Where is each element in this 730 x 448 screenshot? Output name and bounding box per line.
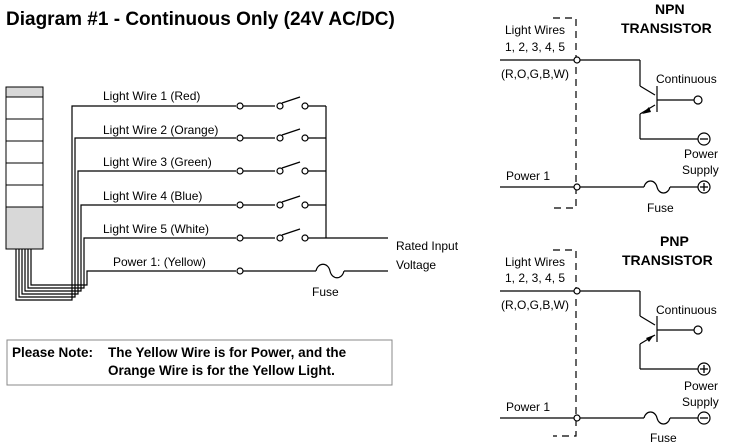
npn-title-1: NPN (655, 1, 685, 17)
npn-power1: Power 1 (506, 169, 550, 183)
pnp-diagram: PNP TRANSISTOR Light Wires 1, 2, 3, 4, 5… (500, 233, 719, 445)
pnp-color-codes: (R,O,G,B,W) (501, 298, 569, 312)
pnp-light-wires: Light Wires (505, 255, 565, 269)
npn-supply-label: Supply (682, 163, 719, 177)
pnp-power1: Power 1 (506, 400, 550, 414)
npn-diagram: NPN TRANSISTOR Light Wires 1, 2, 3, 4, 5… (500, 1, 719, 215)
pnp-title-2: TRANSISTOR (622, 252, 713, 268)
rated-input-label: Rated Input (396, 239, 459, 253)
pnp-light-wire-nums: 1, 2, 3, 4, 5 (505, 271, 565, 285)
npn-light-wire-nums: 1, 2, 3, 4, 5 (505, 40, 565, 54)
tower-light (5, 86, 44, 250)
npn-fuse: Fuse (647, 201, 674, 215)
npn-continuous: Continuous (656, 72, 717, 86)
fuse-label: Fuse (312, 285, 339, 299)
wire-bundle (15, 105, 236, 301)
switch-array (236, 96, 388, 279)
note-prefix: Please Note: (12, 345, 93, 360)
pnp-supply-label: Supply (682, 395, 719, 409)
note-line1: The Yellow Wire is for Power, and the (108, 345, 347, 360)
pnp-title-1: PNP (660, 233, 689, 249)
npn-title-2: TRANSISTOR (621, 20, 712, 36)
npn-light-wires: Light Wires (505, 23, 565, 37)
note-line2: Orange Wire is for the Yellow Light. (108, 363, 335, 378)
note-box (6, 339, 393, 386)
diagram-title: Diagram #1 - Continuous Only (24V AC/DC) (6, 9, 395, 30)
wire-label-power: Power 1: (Yellow) (113, 255, 206, 269)
npn-power-label: Power (684, 147, 718, 161)
pnp-power-label: Power (684, 379, 718, 393)
wire-label-5: Light Wire 5 (White) (103, 222, 209, 236)
wire-label-2: Light Wire 2 (Orange) (103, 123, 218, 137)
pnp-continuous: Continuous (656, 303, 717, 317)
pnp-fuse: Fuse (650, 431, 677, 445)
npn-color-codes: (R,O,G,B,W) (501, 67, 569, 81)
wire-label-1: Light Wire 1 (Red) (103, 89, 200, 103)
rated-voltage-label: Voltage (396, 258, 436, 272)
wire-label-3: Light Wire 3 (Green) (103, 155, 212, 169)
wire-label-4: Light Wire 4 (Blue) (103, 189, 202, 203)
